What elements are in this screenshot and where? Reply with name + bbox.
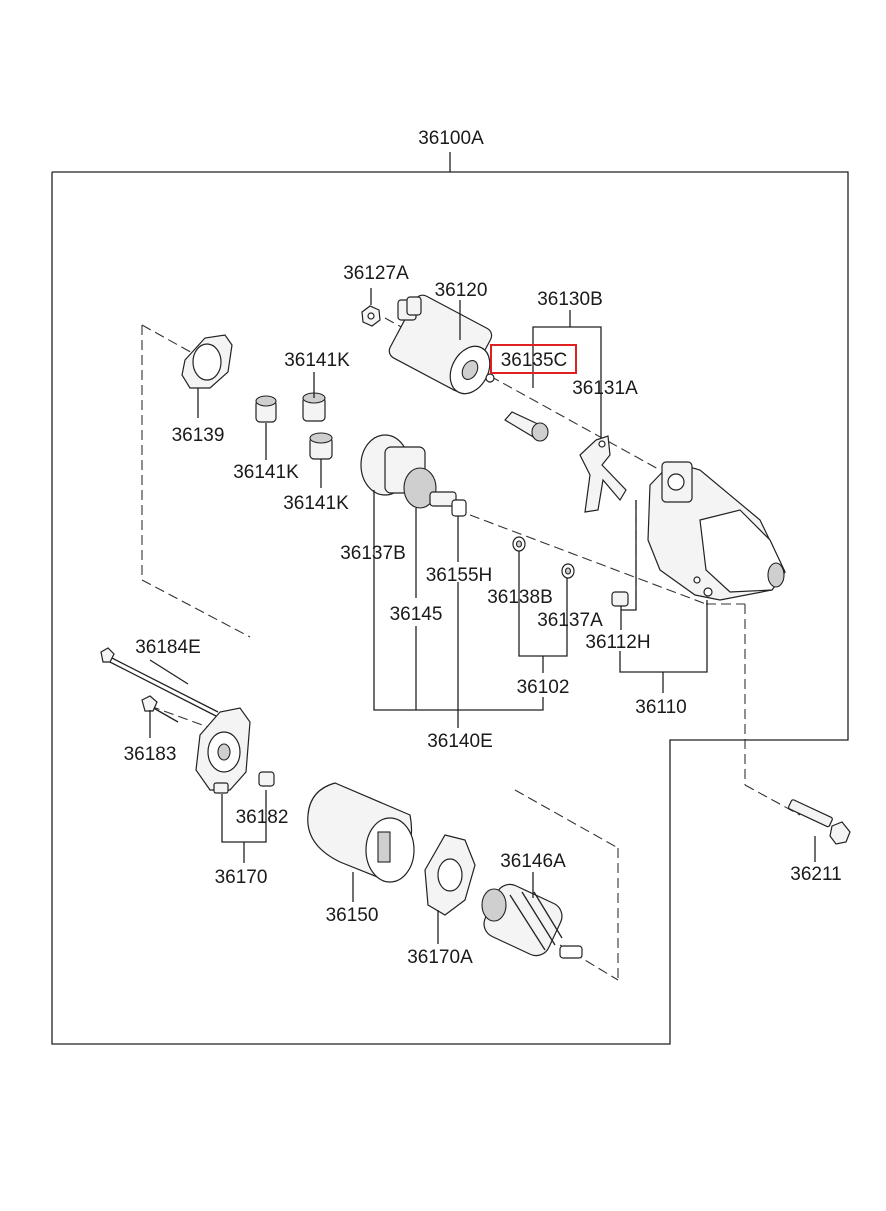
label-36170: 36170	[215, 867, 268, 888]
planetary-gear-c-part	[309, 432, 333, 460]
label-36131A: 36131A	[572, 378, 638, 399]
label-36140E: 36140E	[427, 731, 493, 752]
yoke-part	[307, 782, 415, 883]
highlight-box-36135C	[490, 344, 577, 374]
label-36130B: 36130B	[537, 289, 603, 310]
label-36102: 36102	[517, 677, 570, 698]
through-bolt-part	[100, 647, 219, 717]
assembly-boundary	[51, 152, 849, 1045]
label-36184E: 36184E	[135, 637, 201, 658]
label-36137B: 36137B	[340, 543, 406, 564]
label-assembly: 36100A	[418, 128, 484, 149]
label-36141K-bottom: 36141K	[283, 493, 349, 514]
rear-bushing-part	[258, 771, 275, 787]
label-36138B: 36138B	[487, 587, 553, 608]
label-36127A: 36127A	[343, 263, 409, 284]
gasket-plate-part	[181, 334, 233, 389]
label-36135C: 36135C	[501, 350, 568, 371]
label-36139: 36139	[172, 425, 225, 446]
washer-a-part	[512, 536, 526, 552]
clutch-pinion-part	[360, 434, 467, 517]
label-36183: 36183	[124, 744, 177, 765]
solenoid-part	[388, 294, 495, 395]
label-36112H: 36112H	[585, 632, 650, 653]
bushing-part	[611, 591, 629, 607]
label-36141K-top: 36141K	[284, 350, 350, 371]
nut-part	[361, 305, 381, 327]
part-labels: 36100A 36127A 36120 36130B 36135C 36131A…	[124, 128, 842, 968]
shift-lever-part	[579, 435, 627, 513]
label-36211: 36211	[790, 864, 841, 885]
label-36141K-left: 36141K	[233, 462, 299, 483]
screw-part	[141, 695, 179, 723]
label-36110: 36110	[635, 697, 686, 718]
brush-holder-part	[424, 834, 476, 916]
plunger-part	[504, 411, 549, 442]
label-36120: 36120	[435, 280, 488, 301]
planetary-gear-a-part	[255, 395, 277, 423]
label-36150: 36150	[326, 905, 379, 926]
rear-bracket-part	[195, 707, 251, 794]
label-36155H: 36155H	[426, 565, 493, 586]
label-36146A: 36146A	[500, 851, 566, 872]
label-36182: 36182	[236, 807, 289, 828]
label-36145: 36145	[390, 604, 443, 625]
armature-part	[481, 883, 583, 959]
label-36137A: 36137A	[537, 610, 603, 631]
label-36170A: 36170A	[407, 947, 473, 968]
mounting-bolt-part	[788, 799, 851, 845]
washer-b-part	[561, 563, 575, 579]
starter-housing-part	[647, 461, 786, 601]
leader-lines	[149, 288, 816, 944]
